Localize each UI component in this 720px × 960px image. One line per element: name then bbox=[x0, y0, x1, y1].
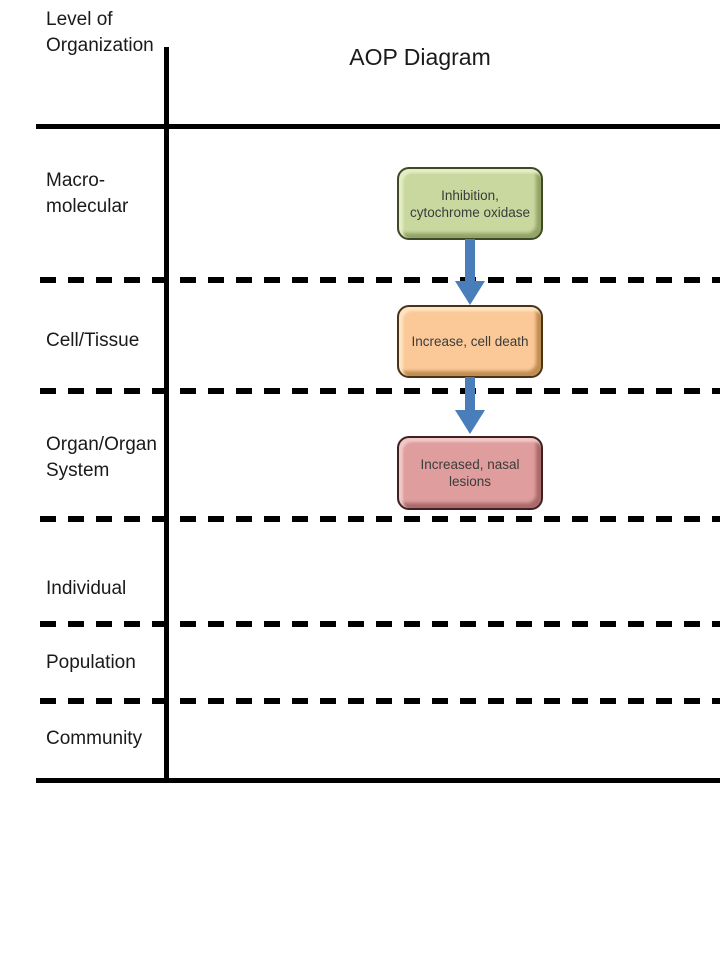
table-top-border bbox=[36, 124, 720, 129]
level-label-individual: Individual bbox=[46, 578, 127, 599]
level-label-cell-tissue: Cell/Tissue bbox=[46, 330, 140, 351]
row-divider bbox=[40, 698, 720, 704]
row-divider bbox=[40, 516, 720, 522]
arrow-down-icon bbox=[455, 410, 485, 434]
arrow-shaft bbox=[465, 239, 475, 283]
row-divider bbox=[40, 388, 720, 394]
row-divider bbox=[40, 621, 720, 627]
axis-title: Level of Organization bbox=[46, 9, 154, 56]
node-label: Increase, cell death bbox=[411, 334, 529, 349]
node-label: Increased, nasal lesions bbox=[420, 457, 520, 489]
level-label-community: Community bbox=[46, 728, 143, 749]
level-label-macro-molecular: Macro-molecular bbox=[46, 170, 129, 217]
axis-vertical-line bbox=[164, 47, 169, 783]
row-divider bbox=[40, 277, 720, 283]
arrow-shaft bbox=[465, 377, 475, 412]
diagram-title: AOP Diagram bbox=[349, 44, 491, 70]
arrow-down-icon bbox=[455, 281, 485, 305]
table-bottom-border bbox=[36, 778, 720, 783]
level-label-population: Population bbox=[46, 652, 136, 673]
node-label: Inhibition, cytochrome oxidase bbox=[409, 187, 531, 220]
level-label-organ-organ-system: Organ/Organ System bbox=[46, 434, 157, 481]
node-increase-cell-death[interactable]: Increase, cell death bbox=[397, 305, 543, 378]
node-increased-nasal-lesions[interactable]: Increased, nasal lesions bbox=[397, 436, 543, 510]
node-inhibition-cytochrome-oxidase[interactable]: Inhibition, cytochrome oxidase bbox=[397, 167, 543, 240]
